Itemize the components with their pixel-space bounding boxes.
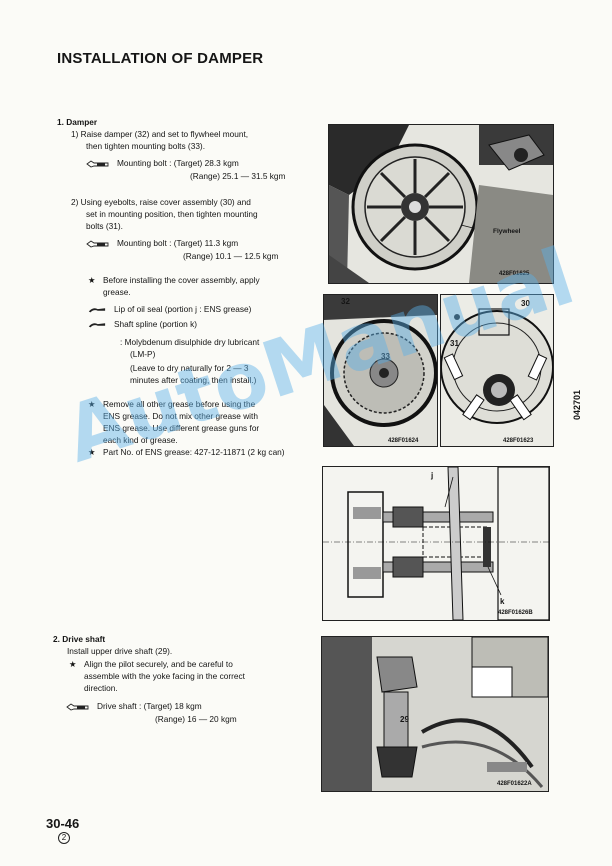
figure-4-caption: 428F01626B	[498, 610, 533, 616]
star-icon: ★	[88, 399, 96, 409]
note-2-line-2: ENS grease. Do not mix other grease with	[103, 411, 258, 421]
figure-cover-assembly: 30 31 428F01623	[440, 294, 554, 447]
note-1-line-2: grease.	[103, 287, 131, 297]
torque-3-range: (Range) 16 — 20 kgm	[155, 714, 237, 724]
lubricant-line-2: (LM-P)	[130, 349, 156, 359]
callout-29: 29	[400, 715, 409, 724]
lubricant-line-1: : Molybdenum disulphide dry lubricant	[120, 337, 260, 347]
figure-damper: 32 33 428F01624	[323, 294, 438, 447]
torque-1-target: Mounting bolt : (Target) 28.3 kgm	[86, 157, 239, 169]
section-2-line-3: assemble with the yoke facing in the cor…	[84, 671, 245, 681]
torque-wrench-icon	[86, 160, 109, 168]
step-2-line-2: set in mounting position, then tighten m…	[86, 209, 258, 219]
torque-wrench-icon	[66, 703, 89, 711]
note-1-line-1: Before installing the cover assembly, ap…	[103, 275, 260, 285]
flywheel-label: Flywheel	[493, 228, 521, 235]
figure-3-caption: 428F01623	[503, 438, 534, 444]
cross-section-drawing	[323, 467, 549, 620]
section-2-line-2: Align the pilot securely, and be careful…	[84, 659, 233, 669]
callout-32: 32	[341, 297, 350, 306]
revision-mark: 2	[58, 832, 70, 844]
callout-30: 30	[521, 299, 530, 308]
step-2-line-3: bolts (31).	[86, 221, 123, 231]
section-2-line-4: direction.	[84, 683, 118, 693]
torque-2-target: Mounting bolt : (Target) 11.3 kgm	[86, 237, 238, 249]
torque-1-range: (Range) 25.1 — 31.5 kgm	[190, 171, 286, 181]
side-code: 042701	[572, 389, 582, 420]
star-icon: ★	[88, 275, 96, 285]
flywheel-drawing	[329, 125, 553, 283]
figure-1-caption: 428F01625	[499, 271, 530, 277]
figure-flywheel: Flywheel 428F01625	[328, 124, 554, 284]
note-2-line-1: Remove all other grease before using the	[103, 399, 256, 409]
grease-gun-icon	[88, 323, 106, 328]
note-2-line-3: ENS grease. Use different grease guns fo…	[103, 423, 260, 433]
cover-assembly-drawing	[441, 295, 553, 446]
callout-33: 33	[381, 352, 390, 361]
damper-drawing	[324, 295, 437, 446]
section-1-heading: 1. Damper	[57, 117, 98, 127]
torque-3-target: Drive shaft : (Target) 18 kgm	[66, 700, 202, 712]
torque-2-range: (Range) 10.1 — 12.5 kgm	[183, 251, 279, 261]
grease-item-2: Shaft spline (portion k)	[88, 318, 197, 330]
note-2-line-4: each kind of grease.	[103, 435, 178, 445]
step-1-line-2: then tighten mounting bolts (33).	[86, 141, 205, 151]
step-1-line-1: 1) Raise damper (32) and set to flywheel…	[71, 129, 249, 139]
figure-cross-section: j k 428F01626B	[322, 466, 550, 621]
callout-31: 31	[450, 339, 459, 348]
note-3-part-number: Part No. of ENS grease: 427-12-11871 (2 …	[103, 447, 285, 457]
lubricant-line-3: (Leave to dry naturally for 2 — 3	[130, 363, 249, 373]
drive-shaft-drawing	[322, 637, 548, 791]
star-icon: ★	[69, 659, 77, 669]
figure-drive-shaft: 29 428F01622A	[321, 636, 549, 792]
callout-j: j	[431, 471, 434, 480]
lubricant-line-4: minutes after coating, then install.)	[130, 375, 257, 385]
step-2-line-1: 2) Using eyebolts, raise cover assembly …	[71, 197, 251, 207]
torque-wrench-icon	[86, 240, 109, 248]
grease-gun-icon	[88, 308, 106, 313]
section-2-line-1: Install upper drive shaft (29).	[67, 646, 173, 656]
star-icon: ★	[88, 447, 96, 457]
figure-2-caption: 428F01624	[388, 438, 419, 444]
figure-5-caption: 428F01622A	[497, 781, 532, 787]
section-2-heading: 2. Drive shaft	[53, 634, 106, 644]
callout-k: k	[500, 597, 505, 606]
page-title: INSTALLATION OF DAMPER	[57, 50, 264, 67]
page-number: 30-46	[46, 816, 80, 831]
grease-item-1: Lip of oil seal (portion j : ENS grease)	[88, 303, 251, 315]
